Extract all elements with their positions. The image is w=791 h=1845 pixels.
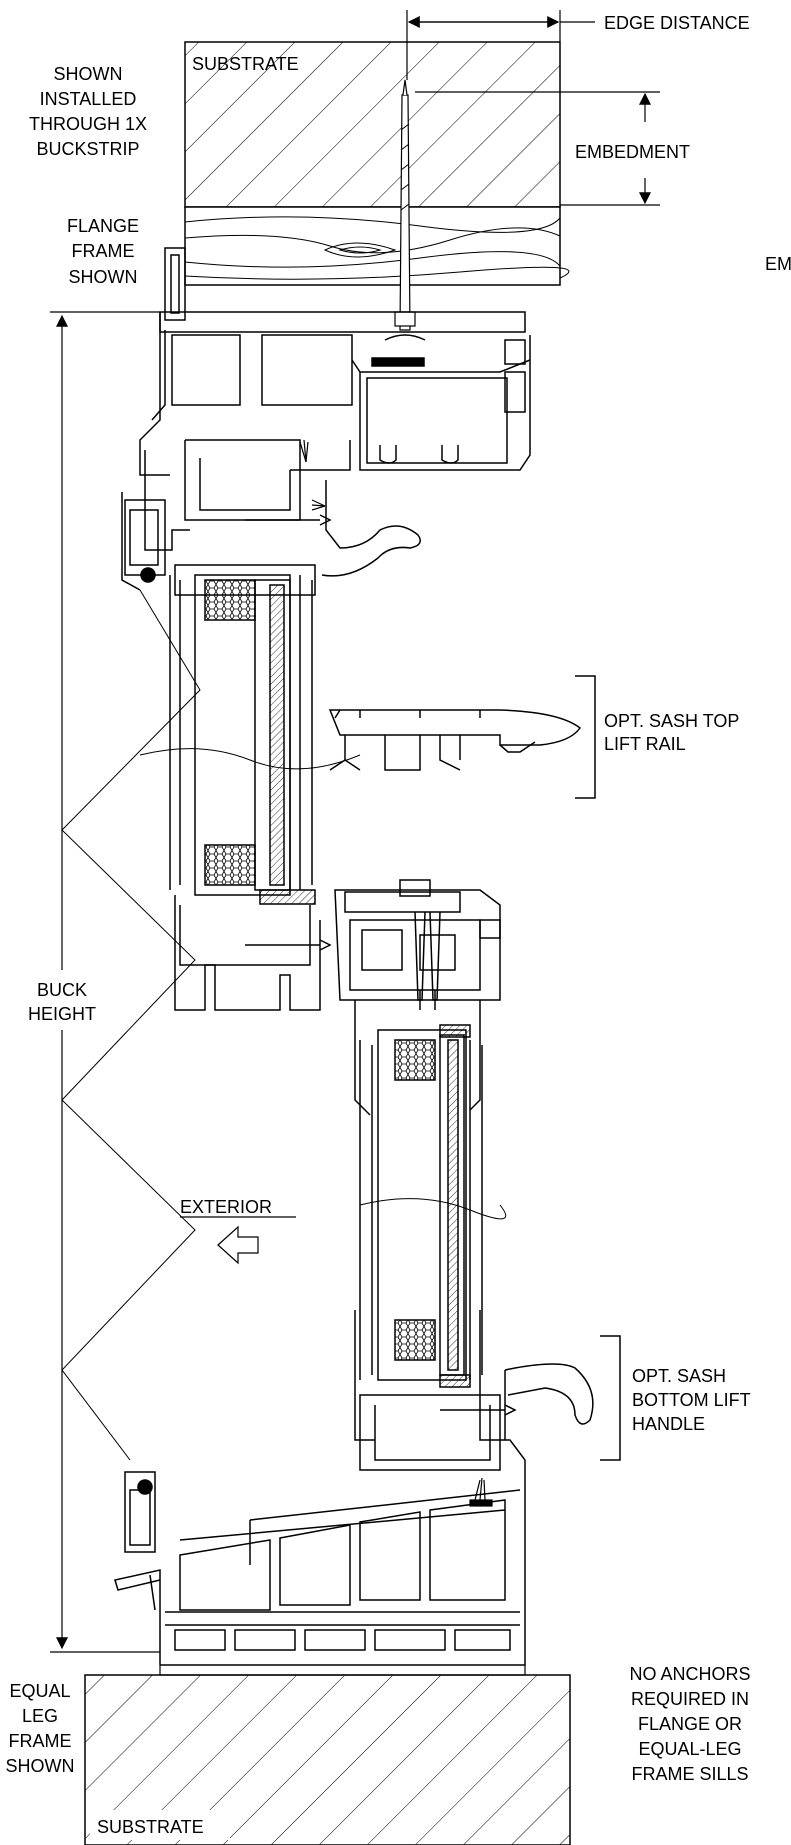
- no-anchors-note: NO ANCHORS REQUIRED IN FLANGE OR EQUAL-L…: [629, 1664, 750, 1784]
- opt-bottom-lift-handle-bracket: [600, 1335, 621, 1461]
- buck-height-line-1: BUCK: [37, 980, 87, 1000]
- opt-bottom-lift-handle-label: OPT. SASH BOTTOM LIFT HANDLE: [632, 1366, 751, 1434]
- upper-weatherstrip: [299, 439, 326, 511]
- no-anchors-line-4: EQUAL-LEG: [638, 1739, 741, 1759]
- shown-installed-note: SHOWN INSTALLED THROUGH 1X BUCKSTRIP: [29, 64, 147, 159]
- embedment-dimension: EMBEDMENT EM: [415, 91, 791, 274]
- substrate-top-label: SUBSTRATE: [192, 54, 299, 74]
- upper-sash: [144, 439, 421, 1011]
- shown-installed-line-4: BUCKSTRIP: [36, 139, 139, 159]
- equal-leg-line-1: EQUAL: [9, 1681, 70, 1701]
- shown-installed-line-1: SHOWN: [54, 64, 123, 84]
- top-substrate: SUBSTRATE: [184, 41, 561, 208]
- sill-frame: [114, 1439, 526, 1666]
- buck-height-dimension: BUCK HEIGHT: [28, 311, 160, 1653]
- exterior-label: EXTERIOR: [180, 1197, 272, 1217]
- embedment-label: EMBEDMENT: [575, 142, 690, 162]
- exterior-arrow-icon: [217, 1225, 259, 1265]
- embedment-clipped-label: EM: [765, 254, 791, 274]
- no-anchors-line-2: REQUIRED IN: [631, 1689, 749, 1709]
- opt-top-lift-rail-label: OPT. SASH TOP LIFT RAIL: [604, 711, 739, 754]
- opt-top-rail-line-1: OPT. SASH TOP: [604, 711, 739, 731]
- flange-frame-line-1: FLANGE: [67, 216, 139, 236]
- opt-top-lift-rail-bracket: [575, 675, 596, 799]
- bottom-substrate: SUBSTRATE: [84, 1674, 571, 1845]
- shown-installed-line-3: THROUGH 1X: [29, 114, 147, 134]
- meeting-rail: [334, 879, 501, 1010]
- substrate-bottom-label: SUBSTRATE: [97, 1817, 204, 1837]
- lower-exterior-stop: [124, 1471, 156, 1553]
- edge-distance-dimension: EDGE DISTANCE: [406, 10, 750, 80]
- exterior-sash-stop: [121, 492, 166, 591]
- flange-frame-line-2: FRAME: [72, 241, 135, 261]
- buckstrip: [184, 206, 570, 286]
- no-anchors-line-5: FRAME SILLS: [631, 1764, 748, 1784]
- opt-top-rail-line-2: LIFT RAIL: [604, 734, 686, 754]
- edge-distance-label: EDGE DISTANCE: [604, 13, 750, 33]
- shown-installed-line-2: INSTALLED: [40, 89, 137, 109]
- equal-leg-note: EQUAL LEG FRAME SHOWN: [6, 1681, 75, 1776]
- equal-leg-line-2: LEG: [22, 1706, 58, 1726]
- opt-bottom-handle-line-1: OPT. SASH: [632, 1366, 726, 1386]
- lower-sash: [354, 1000, 594, 1471]
- no-anchors-line-3: FLANGE OR: [638, 1714, 742, 1734]
- flange-frame-note: FLANGE FRAME SHOWN: [67, 216, 139, 287]
- equal-leg-line-4: SHOWN: [6, 1756, 75, 1776]
- opt-bottom-handle-line-2: BOTTOM LIFT: [632, 1390, 751, 1410]
- equal-leg-line-3: FRAME: [9, 1731, 72, 1751]
- opt-top-lift-rail: [328, 709, 582, 771]
- head-frame: [139, 247, 531, 476]
- buck-height-line-2: HEIGHT: [28, 1004, 96, 1024]
- opt-bottom-handle-line-3: HANDLE: [632, 1414, 705, 1434]
- section-break-line: [61, 589, 507, 1461]
- sill-shim: [159, 1665, 526, 1676]
- flange-frame-line-3: SHOWN: [69, 267, 138, 287]
- no-anchors-line-1: NO ANCHORS: [629, 1664, 750, 1684]
- exterior-indicator: EXTERIOR: [180, 1197, 296, 1265]
